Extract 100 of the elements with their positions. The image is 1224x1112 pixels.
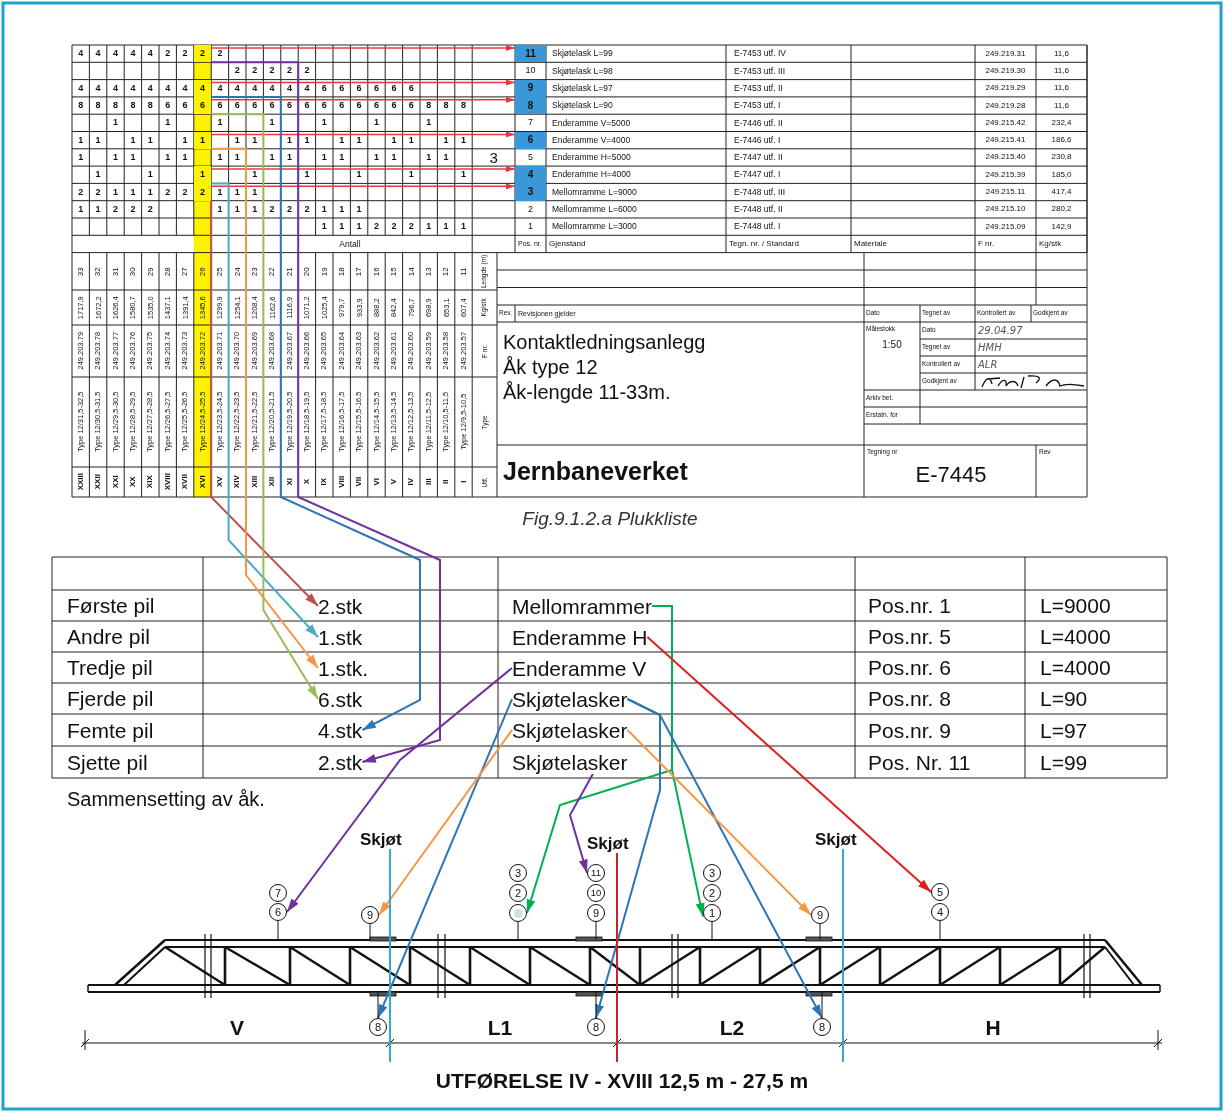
scale-value: 1:50 [881,337,903,352]
weight-value: 280,2 [1050,203,1073,216]
version-numeral: XVII [179,473,191,492]
version-numeral: I [457,479,469,486]
length-value: 26 [196,265,208,278]
table-text: Femte pil [67,717,155,744]
article-number: 249.219.29 [984,82,1027,95]
count-value: 6 [407,81,415,95]
title-text: Åk type 12 [503,355,599,379]
length-value: 28 [161,265,173,278]
highlighted-position-cell: 3 [515,183,546,201]
quantity-text: 1.stk [318,625,363,649]
leader-line [819,923,821,941]
count-value: 1 [320,116,328,130]
callout-circle: 2 [703,884,721,902]
part-name: Mellomramme L=3000 [552,220,638,234]
length-value: 20 [300,265,312,278]
count-value: 1 [233,202,241,216]
count-value: 2 [407,220,415,234]
position-number: 7 [527,116,534,130]
count-value: 1 [129,185,137,199]
initials-text: HMH [978,340,1003,355]
position-number: 1 [527,220,534,234]
count-value: 2 [268,202,276,216]
count-value: 4 [129,47,137,61]
length-value: 33 [74,265,86,278]
count-value: 6 [407,99,415,113]
weight-value: 11,6 [1053,82,1070,95]
length-value: 16 [370,265,382,278]
count-value: 4 [233,81,241,95]
part-name: Enderamme V=5000 [552,116,632,130]
count-value: 8 [146,99,154,113]
version-numeral: XXI [109,474,121,491]
length-value: 18 [335,265,347,278]
count-value: 4 [112,81,119,95]
count-value: 1 [425,150,433,164]
part-name-text: Skjøtelasker [512,750,628,774]
count-value: 4 [146,47,154,61]
drawing-reference: E-7453 utf. I [734,99,782,113]
table-text: L=99 [1040,749,1089,776]
count-value: 6 [338,99,346,113]
count-value: 1 [460,220,467,234]
count-value: 1 [146,133,154,147]
version-numeral: XXII [92,473,104,492]
arrow [568,773,594,874]
weight-value: 230,8 [1050,151,1073,164]
count-value: 8 [442,99,450,113]
arrow [378,729,513,916]
callout-circle: 5 [931,883,949,901]
count-value: 1 [216,150,224,164]
article-number: 249.219.28 [984,99,1027,112]
weight-value: 232,4 [1050,116,1073,129]
part-name: Mellomramme L=6000 [552,203,638,217]
drawing-reference: E-7448 utf. I [734,220,782,234]
count-value: 1 [94,168,102,182]
table-text: L=9000 [1040,593,1112,619]
count-value: 1 [216,202,224,216]
count-value: 4 [94,47,102,61]
callout-circle: 11 [587,864,605,882]
length-value: 22 [266,265,278,278]
callout-circle: 9 [811,906,829,924]
arrow [286,667,513,913]
count-value: 1 [251,133,259,147]
count-value: 1 [338,133,346,147]
count-value: 1 [268,150,276,164]
count-value: 6 [164,99,172,113]
version-numeral: XIV [231,474,243,491]
version-numeral: IV [405,477,417,488]
callout-circle: 1 [703,904,721,922]
length-value: 19 [318,265,330,278]
length-value: 21 [283,265,295,278]
count-value: 1 [425,220,433,234]
callout-circle: 8 [813,1018,831,1036]
count-value: 1 [112,185,119,199]
drawing-number: E-7445 [914,461,988,489]
count-value: 2 [286,202,293,216]
count-value: 1 [320,220,328,234]
drawing-reference: E-7446 utf. II [734,116,784,130]
length-value: 13 [422,265,434,278]
count-value: 6 [181,99,189,113]
quantity-text: 2.stk [318,594,363,618]
length-value: 24 [231,265,243,278]
part-name-text: Enderamme V [512,656,647,680]
arrow [210,44,516,51]
callout-circle: 10 [587,884,605,902]
count-value: 1 [251,168,259,182]
length-value: 27 [179,265,191,278]
length-value: 32 [92,265,104,278]
version-numeral: X [300,478,312,487]
callout-circle: 6 [269,903,287,921]
version-numeral: XV [213,475,225,490]
column-header: Tegn. nr. / Standard [729,237,800,250]
version-numeral: XII [266,476,278,489]
count-value: 1 [94,202,102,216]
count-value: 1 [146,168,154,182]
leader-line [369,923,371,941]
count-value: 1 [216,116,224,130]
figure-caption: Fig.9.1.2.a Plukkliste [521,506,699,530]
segment-label: H [984,1014,1002,1040]
count-value: 1 [77,133,85,147]
